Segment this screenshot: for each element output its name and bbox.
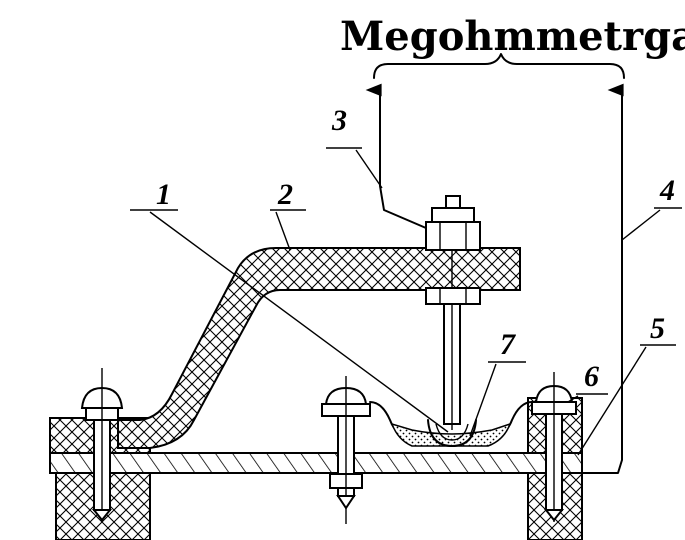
lead-4: [581, 83, 624, 474]
bottom-nut: [425, 287, 481, 305]
leader-3: [355, 149, 383, 189]
fluid-7: [390, 422, 512, 447]
callout-2: 2: [277, 178, 293, 211]
leader-7: [469, 363, 497, 437]
callout-6: 6: [584, 360, 599, 393]
diagram-title: Megohmmetrga: [340, 13, 685, 60]
top-nut: [425, 221, 481, 251]
lead-3: [365, 83, 427, 229]
leader-1: [149, 211, 449, 433]
insulating-cover-2: [117, 247, 521, 449]
callout-7: 7: [500, 328, 516, 361]
top-washer: [431, 207, 475, 223]
callout-3: 3: [331, 104, 347, 137]
electrode-1: [427, 419, 477, 447]
callout-1: 1: [156, 178, 171, 211]
callout-5: 5: [650, 312, 665, 345]
leader-4: [621, 209, 661, 241]
base-plate-5: [49, 452, 583, 474]
callout-4: 4: [659, 174, 675, 207]
leader-5: [577, 346, 647, 456]
rod-tip: [445, 195, 461, 209]
leader-2: [275, 211, 291, 251]
title-brace: [373, 53, 625, 79]
leader-6: [567, 395, 579, 403]
